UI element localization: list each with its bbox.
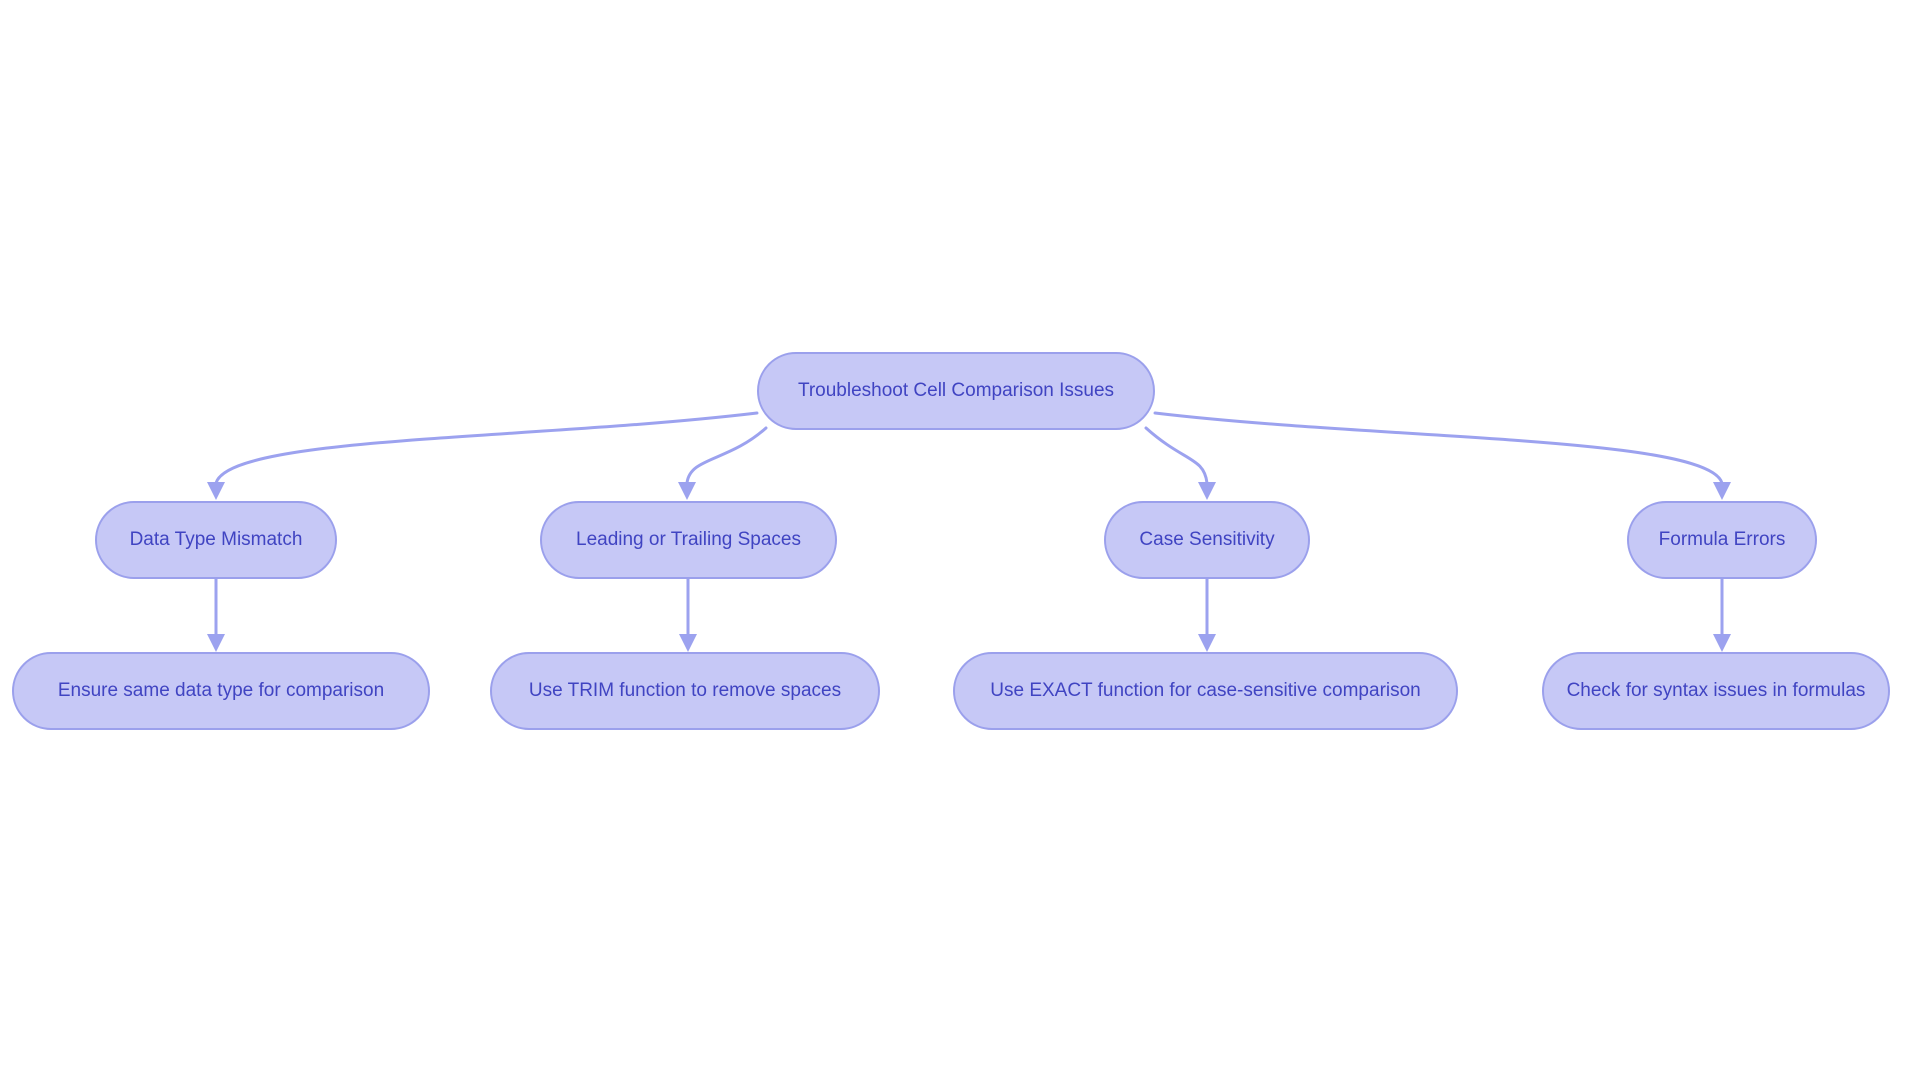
arrowhead-icon [207, 634, 225, 652]
node-case-sensitivity: Case Sensitivity [1104, 501, 1310, 579]
edge-root-to-formula-errors [1153, 411, 1724, 485]
arrowhead-icon [1713, 482, 1731, 500]
arrowhead-icon [1198, 634, 1216, 652]
node-leading-or-trailing-spaces: Leading or Trailing Spaces [540, 501, 837, 579]
arrowhead-icon [679, 634, 697, 652]
node-troubleshoot-cell-comparison-issues: Troubleshoot Cell Comparison Issues [757, 352, 1155, 430]
arrowhead-icon [207, 482, 225, 500]
node-check-syntax-issues: Check for syntax issues in formulas [1542, 652, 1890, 730]
arrowhead-icon [678, 482, 696, 500]
node-ensure-same-data-type: Ensure same data type for comparison [12, 652, 430, 730]
edge-root-to-case-sensitivity [1144, 426, 1209, 485]
edge-root-to-data-type-mismatch [214, 411, 759, 485]
node-use-exact-function: Use EXACT function for case-sensitive co… [953, 652, 1458, 730]
arrowhead-icon [1713, 634, 1731, 652]
node-use-trim-function: Use TRIM function to remove spaces [490, 652, 880, 730]
edge-root-to-leading-trailing-spaces [685, 426, 768, 485]
arrowhead-icon [1198, 482, 1216, 500]
node-data-type-mismatch: Data Type Mismatch [95, 501, 337, 579]
node-formula-errors: Formula Errors [1627, 501, 1817, 579]
